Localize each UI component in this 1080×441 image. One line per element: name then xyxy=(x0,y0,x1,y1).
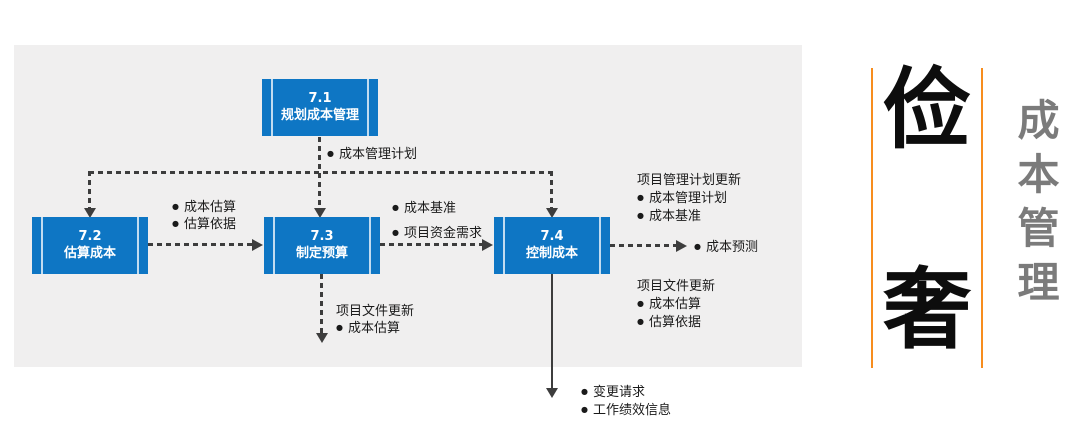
label-text: 成本管理计划 xyxy=(648,191,727,206)
connector-top-horizontal xyxy=(89,171,553,174)
connector-7-4-down xyxy=(551,274,553,389)
label-text: 工作绩效信息 xyxy=(592,403,671,418)
arrowhead-7-4-down xyxy=(546,388,558,398)
process-box-7-4: 7.4 控制成本 xyxy=(494,217,610,274)
label-text: 成本基准 xyxy=(648,209,701,224)
label-text: 成本管理计划 xyxy=(338,147,417,162)
connector-7-3-down xyxy=(320,274,323,334)
process-name: 制定预算 xyxy=(295,245,348,261)
label-text: 成本预测 xyxy=(705,240,758,255)
process-number: 7.2 xyxy=(78,228,102,244)
arrowhead-7-3-down xyxy=(316,333,328,343)
process-box-7-2: 7.2 估算成本 xyxy=(32,217,148,274)
connector-7-2-to-7-3 xyxy=(148,243,252,246)
label-doc-updates: 项目文件更新 成本估算 估算依据 xyxy=(637,278,715,331)
label-text: 成本估算 xyxy=(648,297,701,312)
arrowhead-7-4-right xyxy=(676,240,687,252)
label-text: 项目资金需求 xyxy=(403,226,482,241)
process-name: 估算成本 xyxy=(63,245,116,261)
connector-down-to-7-2 xyxy=(88,171,91,208)
process-box-7-1: 7.1 规划成本管理 xyxy=(262,79,378,136)
arrowhead-into-7-3-top xyxy=(314,208,326,218)
label-budget-outputs: 成本基准 项目资金需求 xyxy=(392,196,482,246)
label-control-outputs: 变更请求 工作绩效信息 xyxy=(581,383,671,419)
label-header: 项目管理计划更新 xyxy=(637,173,742,188)
process-name: 控制成本 xyxy=(525,245,578,261)
label-estimate-outputs: 成本估算 估算依据 xyxy=(172,199,236,233)
label-text: 成本估算 xyxy=(183,200,236,215)
arrowhead-into-7-4-top xyxy=(546,208,558,218)
vertical-title: 成本管理 xyxy=(1011,98,1060,314)
process-number: 7.1 xyxy=(308,90,332,106)
label-text: 成本基准 xyxy=(403,201,456,216)
connector-7-4-right xyxy=(610,244,676,247)
arrowhead-into-7-3-left xyxy=(252,239,263,251)
process-box-7-3: 7.3 制定预算 xyxy=(264,217,380,274)
big-char-she: 奢 xyxy=(882,258,971,361)
process-number: 7.4 xyxy=(540,228,564,244)
label-text: 估算依据 xyxy=(648,315,701,330)
label-text: 估算依据 xyxy=(183,217,236,232)
process-name: 规划成本管理 xyxy=(280,107,359,123)
arrowhead-into-7-4-left xyxy=(482,239,493,251)
accent-line-left xyxy=(871,68,873,368)
label-header: 项目文件更新 xyxy=(336,304,415,319)
label-header: 项目文件更新 xyxy=(637,279,716,294)
label-pm-plan-updates: 项目管理计划更新 成本管理计划 成本基准 xyxy=(637,172,741,225)
label-cost-forecast: 成本预测 xyxy=(694,239,758,256)
big-char-jian: 俭 xyxy=(882,58,971,161)
label-budget-doc-updates: 项目文件更新 成本估算 xyxy=(336,304,414,337)
accent-line-right xyxy=(981,68,983,368)
process-number: 7.3 xyxy=(310,228,334,244)
label-text: 成本估算 xyxy=(347,321,400,336)
label-cost-management-plan: 成本管理计划 xyxy=(327,146,417,163)
connector-down-to-7-4 xyxy=(550,171,553,208)
connector-7-1-to-7-3 xyxy=(318,137,321,209)
arrowhead-into-7-2-top xyxy=(84,208,96,218)
label-text: 变更请求 xyxy=(592,385,645,400)
